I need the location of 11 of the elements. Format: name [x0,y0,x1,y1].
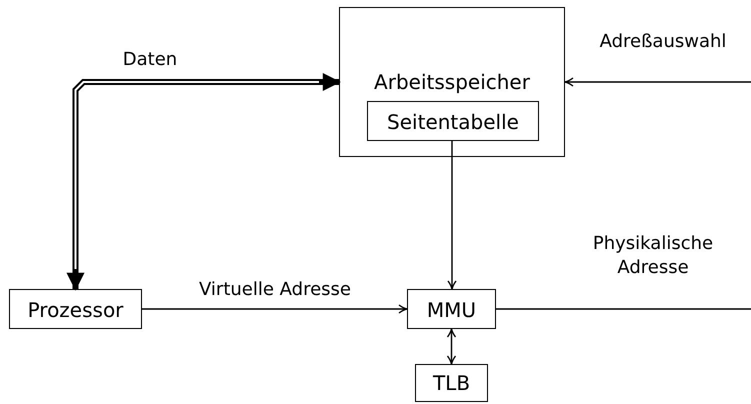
process-box [415,364,488,402]
node-label: Seitentabelle [386,110,520,134]
process-box [9,289,142,329]
process-box [339,7,565,157]
node-label: TLB [432,371,472,395]
process-box [407,289,496,329]
arrow [66,73,341,291]
inner-box [367,101,539,141]
node-label: Prozessor [26,298,124,322]
node-label: Arbeitsspeicher [373,70,531,94]
node-label: MMU [426,298,478,322]
